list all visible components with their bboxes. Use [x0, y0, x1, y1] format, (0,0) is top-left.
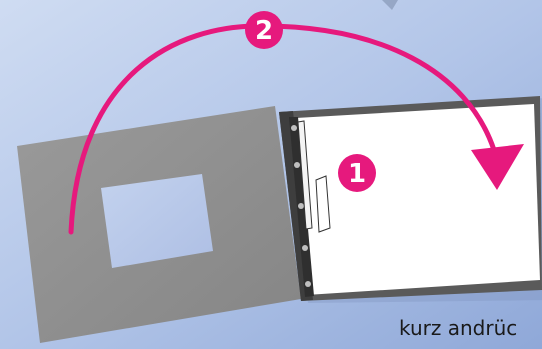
step-1-label: 1	[348, 159, 366, 189]
step-2-label: 2	[255, 16, 273, 46]
step-2-badge: 2	[245, 11, 283, 49]
frame-clip	[297, 120, 313, 230]
caption-text: kurz andrüc	[399, 316, 518, 340]
step-1-circle	[338, 154, 376, 192]
binding-pin	[291, 125, 297, 131]
binding-pin	[298, 203, 304, 209]
curved-arrow-head	[471, 144, 524, 190]
binding-pin	[294, 162, 300, 168]
step-2-circle	[245, 11, 283, 49]
cover-window	[101, 174, 213, 268]
sheet	[296, 104, 540, 295]
binding-pin	[305, 281, 311, 287]
binding-pin	[302, 245, 308, 251]
step-1-badge: 1	[338, 154, 376, 192]
frame-clip-tab	[315, 175, 331, 233]
background-corner-shape	[382, 0, 398, 10]
